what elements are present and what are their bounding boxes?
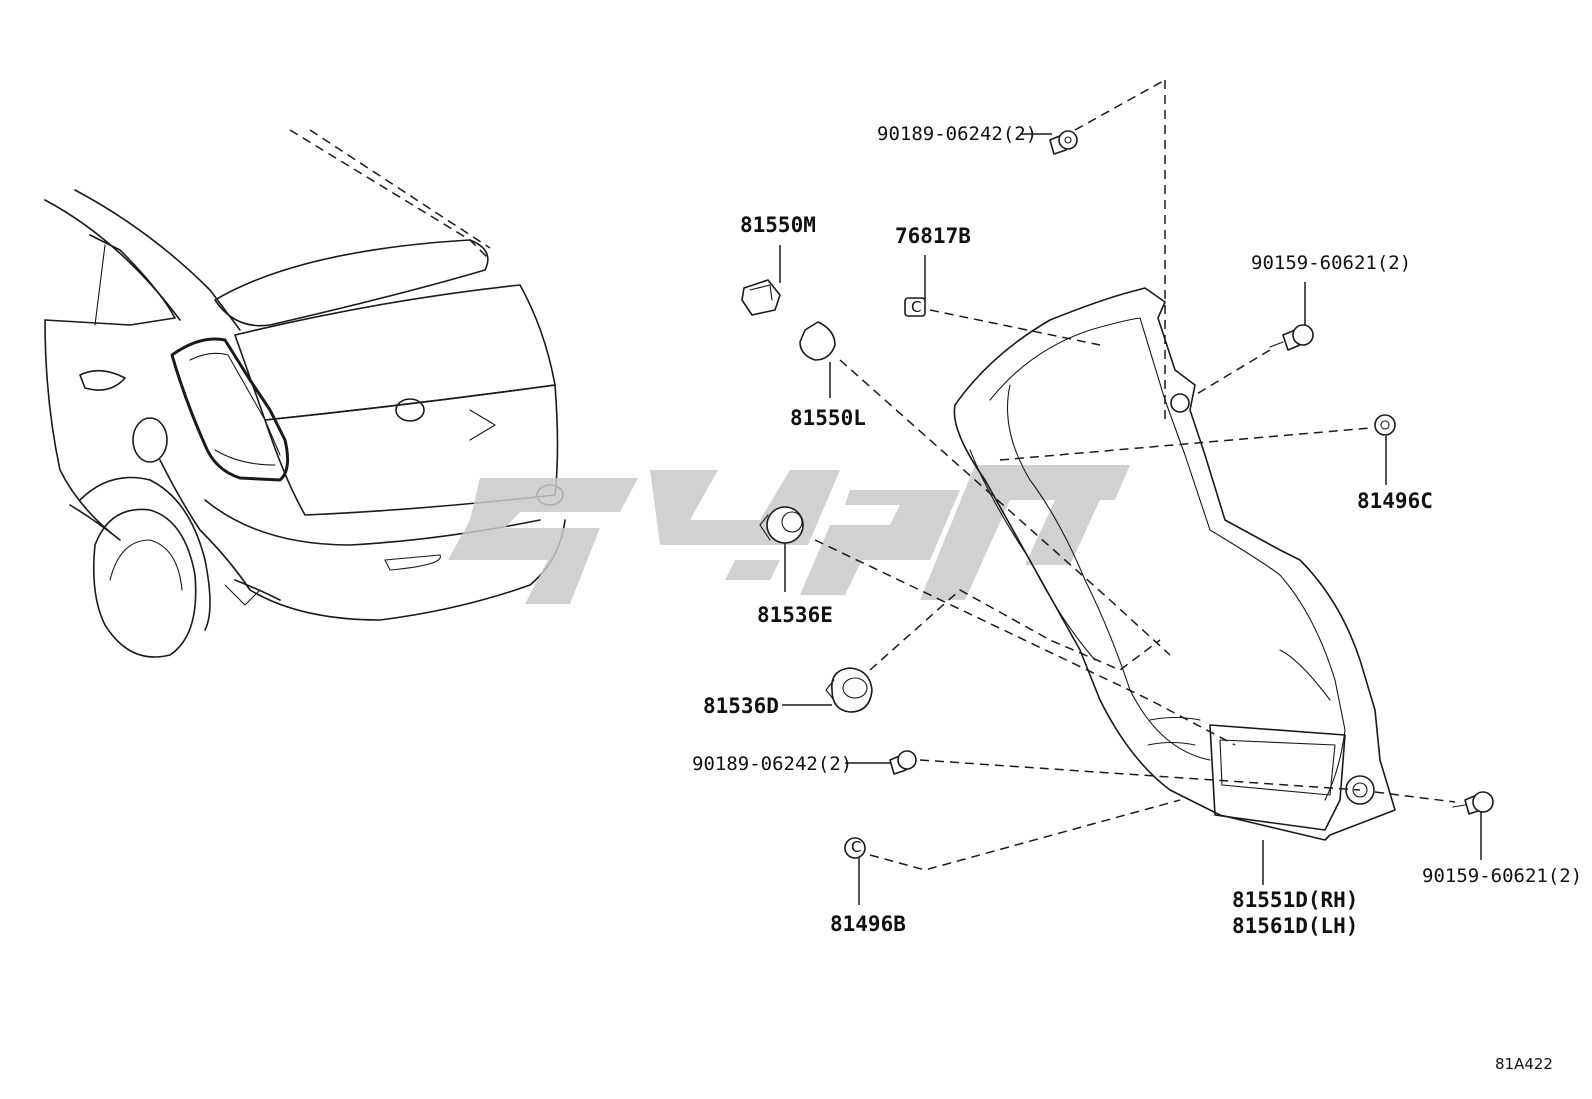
- label-screw-right-lower: 90159-60621(2): [1422, 865, 1582, 887]
- svg-text:C: C: [911, 298, 921, 316]
- label-grommet-right: 81496C: [1357, 489, 1433, 513]
- label-screw-right-upper: 90159-60621(2): [1251, 252, 1411, 274]
- label-lamp-lh: 81561D(LH): [1232, 914, 1358, 938]
- label-bulb-upper: 81550L: [790, 406, 866, 430]
- label-lamp-rh: 81551D(RH): [1232, 888, 1358, 912]
- car-rear-illustration: [44, 129, 566, 658]
- screw-icon: [1049, 130, 1078, 155]
- watermark-logo: [448, 465, 1130, 604]
- diagram-code: 81A422: [1495, 1055, 1553, 1073]
- screw-icon: [1269, 324, 1314, 351]
- svg-text:C: C: [851, 838, 861, 856]
- label-socket-lower: 81536D: [703, 694, 779, 718]
- label-screw-left-lower: 90189-06242(2): [692, 753, 852, 775]
- screw-icon: [889, 750, 917, 775]
- tail-lamp-assembly: [953, 287, 1396, 841]
- clip-icon: C: [904, 297, 926, 317]
- socket-icon: [825, 667, 873, 713]
- assembly-guide-lines: [814, 79, 1456, 871]
- label-screw-top: 90189-06242(2): [877, 123, 1037, 145]
- bulb-socket-icon: [741, 279, 781, 316]
- label-leader-lines: [779, 133, 1482, 905]
- socket-icon: [759, 506, 804, 544]
- grommet-icon: C: [844, 837, 866, 859]
- label-socket-middle: 81536E: [757, 603, 833, 627]
- label-bulb-socket-upper: 81550M: [740, 213, 816, 237]
- label-grommet-lower: 81496B: [830, 912, 906, 936]
- bulb-icon: [799, 321, 836, 361]
- screw-icon: [1452, 791, 1494, 815]
- grommet-icon: [1374, 414, 1396, 436]
- label-clip-upper: 76817B: [895, 224, 971, 248]
